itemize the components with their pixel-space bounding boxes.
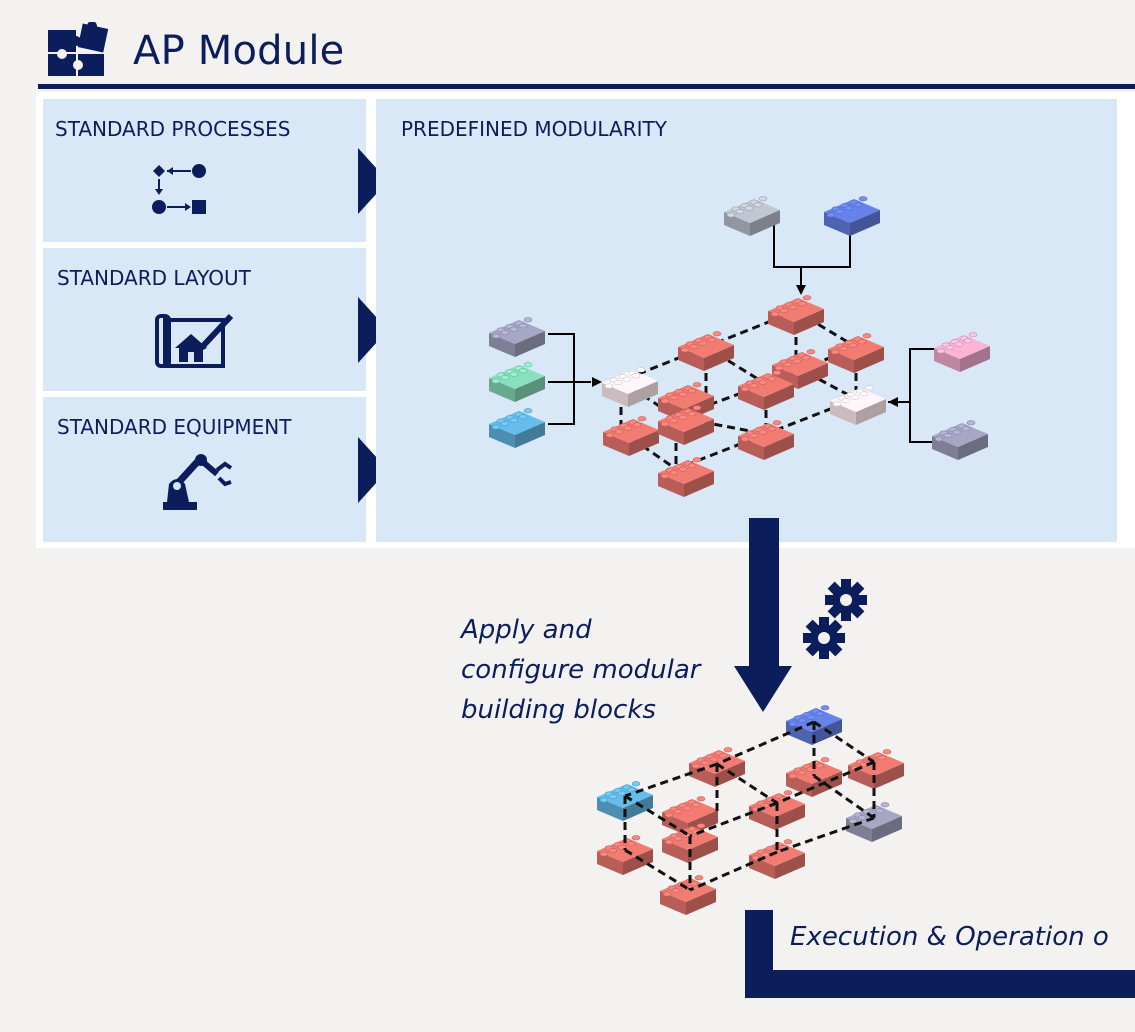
brick bbox=[934, 332, 990, 372]
gears-icon bbox=[803, 579, 867, 659]
brick bbox=[489, 408, 545, 448]
arrow-right-icon bbox=[358, 437, 388, 503]
configured-structure bbox=[623, 720, 876, 892]
standard-processes-box: STANDARD PROCESSES bbox=[43, 99, 366, 242]
brick bbox=[658, 457, 714, 497]
caption-line: configure modular bbox=[461, 655, 701, 685]
brick bbox=[602, 367, 658, 407]
process-flow-icon bbox=[151, 161, 215, 227]
arrow-right-icon bbox=[358, 297, 388, 363]
brick bbox=[830, 385, 886, 425]
arrow-right-icon bbox=[358, 148, 388, 214]
predefined-modularity-label: PREDEFINED MODULARITY bbox=[401, 117, 667, 141]
standard-layout-label: STANDARD LAYOUT bbox=[57, 266, 251, 290]
blueprint-house-icon bbox=[153, 308, 239, 376]
down-arrow bbox=[734, 518, 792, 712]
puzzle-pieces-icon bbox=[46, 21, 122, 82]
title-divider bbox=[38, 84, 1135, 89]
robot-arm-icon bbox=[159, 452, 241, 518]
brick bbox=[658, 405, 714, 445]
footer-bracket-bottom bbox=[745, 970, 1135, 998]
caption-line: building blocks bbox=[461, 695, 656, 725]
brick bbox=[768, 295, 824, 335]
brick bbox=[738, 370, 794, 410]
standard-processes-label: STANDARD PROCESSES bbox=[55, 117, 291, 141]
brick bbox=[603, 416, 659, 456]
caption-line: Apply and bbox=[461, 615, 592, 645]
predefined-modularity-panel: PREDEFINED MODULARITY bbox=[376, 99, 1117, 542]
execution-label: Execution & Operation o bbox=[790, 922, 1109, 952]
standard-equipment-box: STANDARD EQUIPMENT bbox=[43, 397, 366, 542]
brick bbox=[724, 196, 780, 236]
brick bbox=[848, 749, 904, 789]
page-title: AP Module bbox=[133, 28, 345, 74]
brick bbox=[489, 317, 545, 357]
process-caption: Apply and configure modular building blo… bbox=[461, 610, 761, 730]
brick bbox=[824, 196, 880, 236]
standard-equipment-label: STANDARD EQUIPMENT bbox=[57, 415, 292, 439]
standard-layout-box: STANDARD LAYOUT bbox=[43, 248, 366, 391]
brick bbox=[678, 331, 734, 371]
brick bbox=[828, 333, 884, 373]
brick bbox=[738, 420, 794, 460]
brick bbox=[932, 420, 988, 460]
brick bbox=[489, 362, 545, 402]
